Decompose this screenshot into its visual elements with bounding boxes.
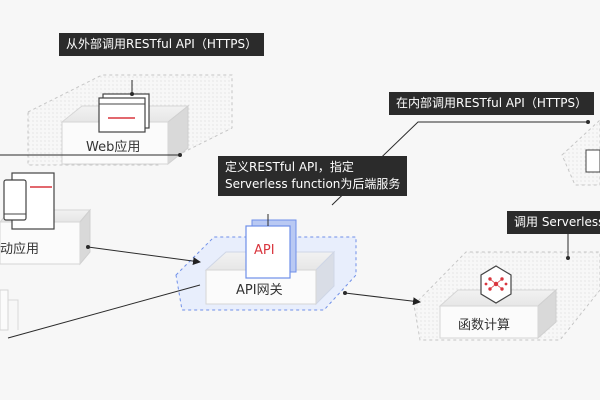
invoke-serverless-callout: 调用 Serverless — [507, 211, 600, 234]
api-card-icon — [245, 219, 297, 279]
external-call-callout: 从外部调用RESTful API（HTTPS） — [59, 33, 265, 56]
browser-window-icon — [98, 93, 150, 133]
mobile-app-label: 动应用 — [0, 242, 40, 257]
external-call-text: 从外部调用RESTful API（HTTPS） — [66, 37, 258, 51]
define-api-text-line1: 定义RESTful API，指定 — [225, 160, 354, 174]
api-card-label: API — [254, 243, 275, 258]
internal-call-text: 在内部调用RESTful API（HTTPS） — [396, 96, 588, 110]
internal-client-node-partial[interactable] — [561, 119, 600, 186]
invoke-serverless-text: 调用 Serverless — [514, 215, 600, 229]
mobile-devices-icon — [3, 172, 55, 230]
function-compute-icon — [480, 265, 512, 304]
web-app-label: Web应用 — [86, 140, 141, 155]
internal-call-callout: 在内部调用RESTful API（HTTPS） — [389, 92, 595, 115]
function-compute-label: 函数计算 — [458, 318, 511, 333]
define-api-callout: 定义RESTful API，指定 Serverless function为后端服… — [218, 156, 408, 196]
client-node-partial[interactable] — [0, 289, 9, 331]
api-gateway-label: API网关 — [236, 283, 283, 298]
define-api-text-line2: Serverless function为后端服务 — [225, 177, 401, 191]
